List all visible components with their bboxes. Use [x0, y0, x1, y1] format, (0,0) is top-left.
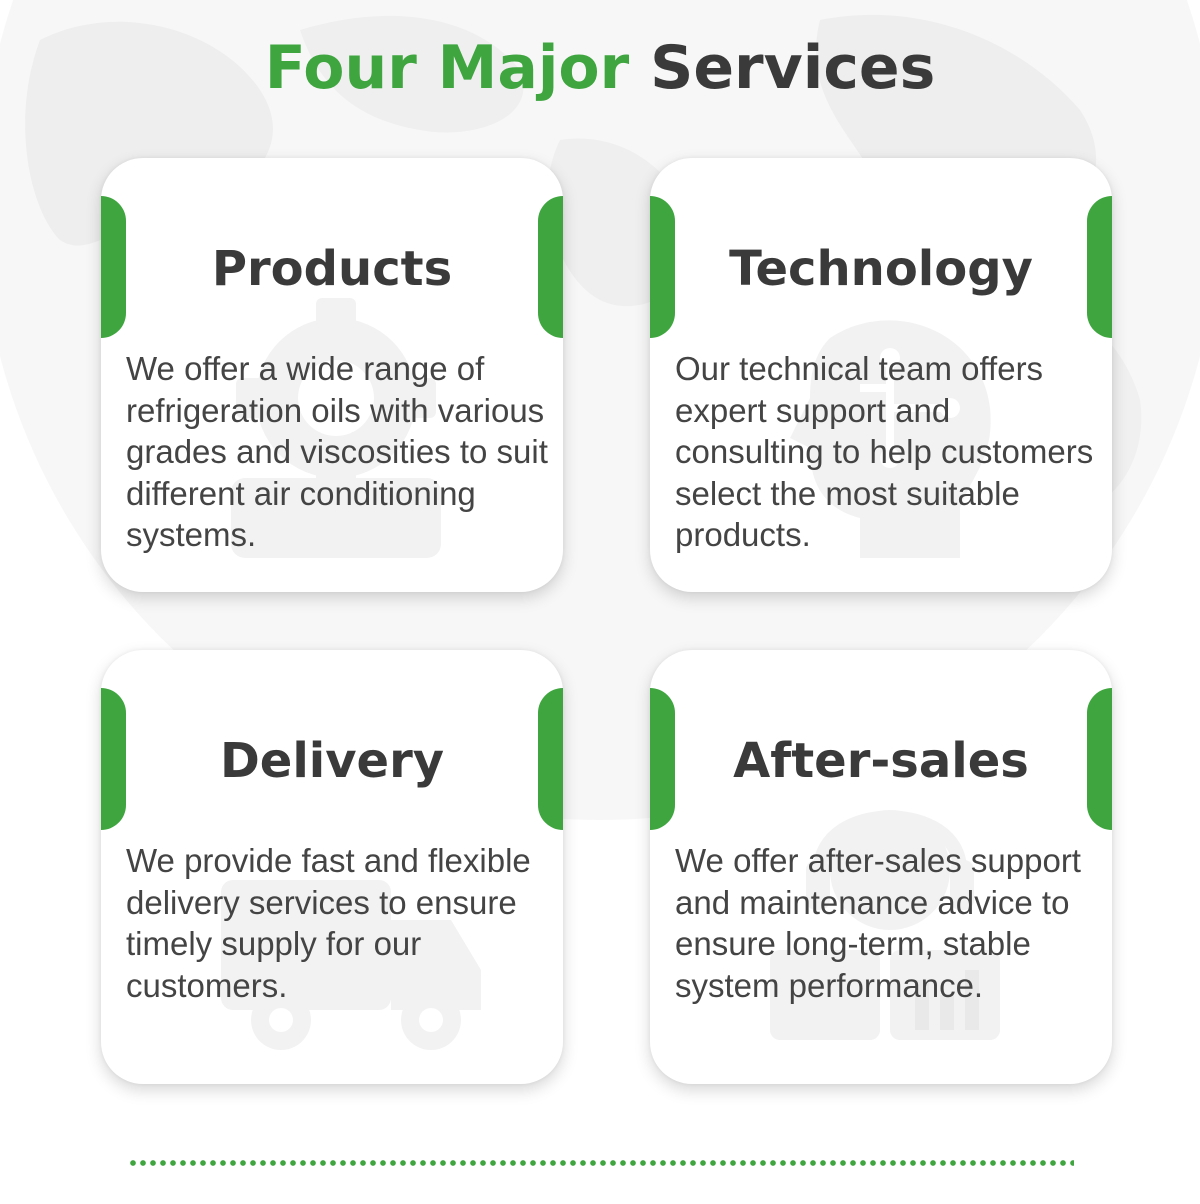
card-title: Technology	[729, 241, 1033, 297]
service-card-technology: Technology Our technical team offers exp…	[650, 158, 1112, 592]
gear-cube-icon	[231, 298, 441, 558]
card-description: Our technical team offers expert support…	[675, 350, 1094, 553]
accent-tab-left	[101, 688, 126, 830]
delivery-truck-icon	[221, 880, 481, 1050]
accent-tab-right	[1087, 196, 1112, 338]
head-circuit-icon	[790, 320, 991, 558]
card-description: We offer a wide range of refrigeration o…	[126, 350, 548, 553]
accent-tab-right	[538, 688, 563, 830]
accent-tab-left	[101, 196, 126, 338]
title-rest: Services	[650, 33, 936, 103]
accent-tab-right	[538, 196, 563, 338]
card-description: We offer after-sales support and mainten…	[675, 842, 1081, 1004]
card-title: Delivery	[219, 733, 445, 789]
accent-tab-left	[650, 196, 675, 338]
accent-tab-left	[650, 688, 675, 830]
accent-tab-right	[1087, 688, 1112, 830]
dotted-divider	[128, 1159, 1074, 1167]
card-title: Products	[211, 241, 453, 297]
service-card-delivery: Delivery We provide fast and flexible de…	[101, 650, 563, 1084]
service-card-products: Products We offer a wide range of refrig…	[101, 158, 563, 592]
title-highlight: Four Major	[264, 33, 630, 103]
card-description: We provide fast and flexible delivery se…	[126, 842, 531, 1004]
support-agent-icon	[770, 810, 1000, 1040]
page-title: Four Major Services	[0, 26, 1200, 110]
service-card-after-sales: After-sales We offer after-sales support…	[650, 650, 1112, 1084]
card-title: After-sales	[733, 733, 1029, 789]
